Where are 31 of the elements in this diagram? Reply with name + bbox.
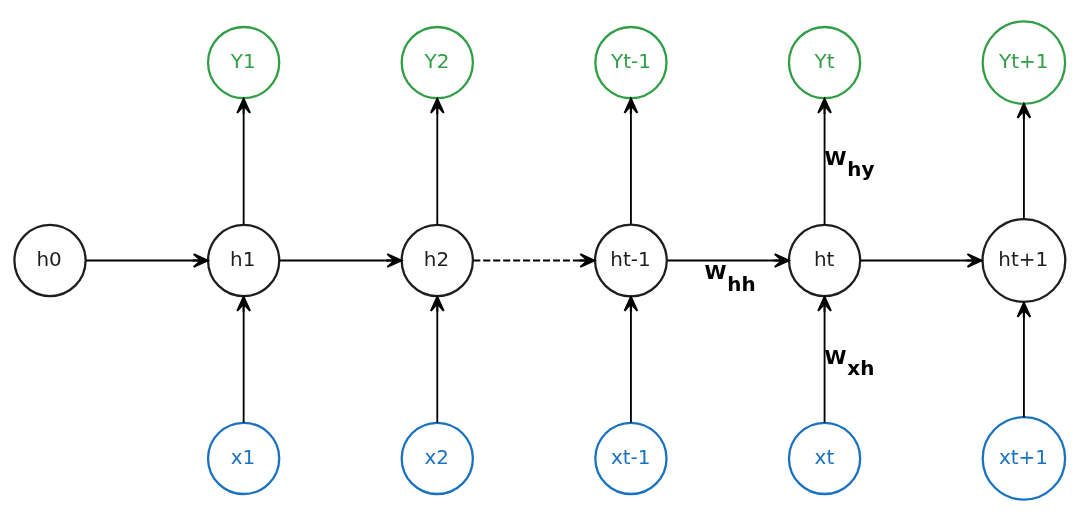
node-circle: Yt <box>787 25 862 99</box>
arrow <box>1016 301 1032 418</box>
arrow <box>85 252 209 268</box>
node-circle: ht-1 <box>593 223 668 297</box>
node-circle: ht+1 <box>981 217 1067 303</box>
arrow <box>817 295 832 423</box>
arrow <box>623 295 639 423</box>
node-circle: ht <box>787 223 862 297</box>
node-circle: x2 <box>400 421 474 495</box>
node-circle: Y1 <box>206 25 281 99</box>
node-circle: h1 <box>206 223 281 297</box>
node-circle: Yt-1 <box>594 25 668 99</box>
arrow <box>859 252 983 268</box>
arrow <box>236 295 251 423</box>
node-circle: x1 <box>206 421 281 495</box>
arrow <box>472 252 596 268</box>
arrow <box>278 252 403 268</box>
arrow <box>623 97 639 225</box>
node-circle: Yt+1 <box>981 19 1067 105</box>
arrow <box>429 97 445 226</box>
node-circle: xt+1 <box>981 415 1067 501</box>
arrow <box>1016 102 1032 220</box>
node-circle: h2 <box>400 223 474 297</box>
node-circle: xt-1 <box>594 421 668 495</box>
node-circle: h0 <box>13 223 87 297</box>
arrow <box>817 97 832 226</box>
arrow <box>429 295 445 423</box>
arrow <box>666 252 790 268</box>
node-circle: Y2 <box>400 25 474 99</box>
arrow <box>236 97 251 226</box>
node-circle: xt <box>787 421 862 495</box>
